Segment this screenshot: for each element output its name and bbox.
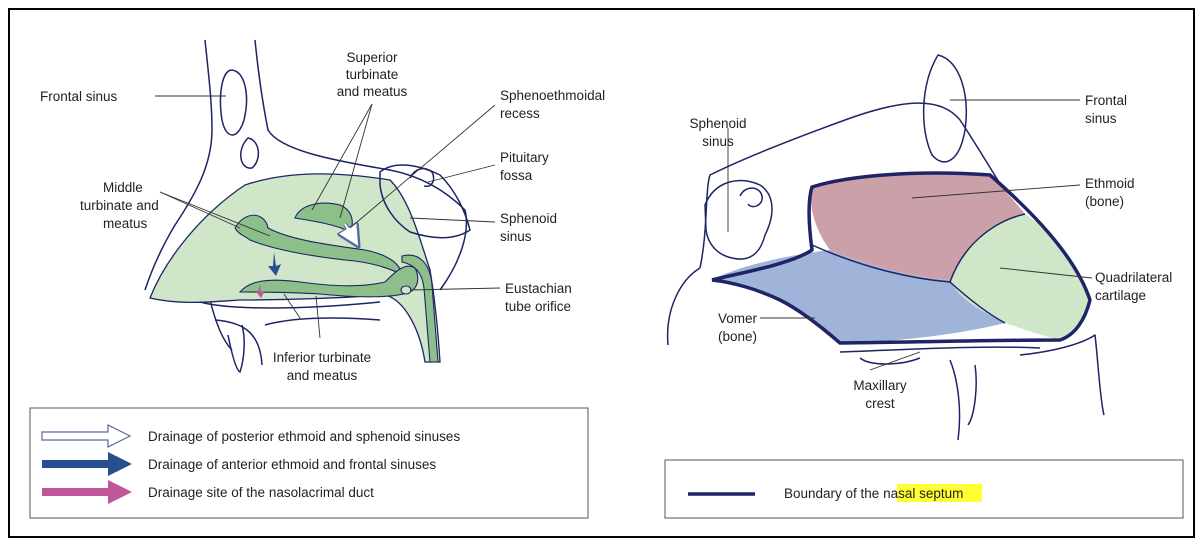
right-panel: Sphenoid sinus Frontal sinus Ethmoid (bo… [665, 55, 1183, 518]
right-sphenoid-outline [705, 181, 772, 259]
label-eustachian-2: tube orifice [505, 299, 571, 314]
label-vomer-2: (bone) [718, 329, 757, 344]
leader-inferior-2 [316, 296, 320, 338]
label-maxillary-2: crest [865, 396, 895, 411]
leader-sphenoid [410, 218, 495, 222]
label-superior-1: Superior [346, 50, 398, 65]
left-frontal-sinus-outline [220, 70, 246, 135]
label-ethmoid-1: Ethmoid [1085, 176, 1135, 191]
label-ethmoid-2: (bone) [1085, 194, 1124, 209]
legend-boundary-prefix: Boundary of the [784, 486, 883, 501]
label-sphenoid-1: Sphenoid [500, 211, 557, 226]
legend-boundary-highlight: nasal septum [883, 486, 963, 501]
label-right-sphenoid-2: sinus [702, 134, 734, 149]
left-panel: Frontal sinus Superior turbinate and mea… [30, 40, 605, 518]
label-right-frontal-1: Frontal [1085, 93, 1127, 108]
right-palate-outline [950, 360, 976, 440]
legend-text-nasolacrimal: Drainage site of the nasolacrimal duct [148, 485, 374, 500]
label-eustachian-1: Eustachian [505, 281, 572, 296]
label-sphenoid-2: sinus [500, 229, 532, 244]
label-middle-1: Middle [103, 180, 143, 195]
left-small-sinus-outline [241, 138, 259, 168]
label-sphenoethmoidal-2: recess [500, 106, 540, 121]
legend-text-anterior: Drainage of anterior ethmoid and frontal… [148, 457, 436, 472]
label-maxillary-1: Maxillary [853, 378, 907, 393]
label-right-frontal-2: sinus [1085, 111, 1117, 126]
label-superior-2: turbinate [346, 67, 399, 82]
label-middle-2: turbinate and [80, 198, 159, 213]
label-inferior-1: Inferior turbinate [273, 350, 371, 365]
label-superior-3: and meatus [337, 84, 408, 99]
nasal-anatomy-figure: Frontal sinus Superior turbinate and mea… [0, 0, 1203, 522]
label-pituitary-2: fossa [500, 168, 533, 183]
label-frontal-sinus: Frontal sinus [40, 89, 118, 104]
legend-text-boundary: Boundary of the nasal septum [784, 486, 963, 501]
label-vomer-1: Vomer [718, 311, 758, 326]
label-pituitary-1: Pituitary [500, 150, 549, 165]
label-middle-3: meatus [103, 216, 148, 231]
label-right-sphenoid-1: Sphenoid [689, 116, 746, 131]
eustachian-tube-orifice [401, 286, 411, 294]
legend-text-posterior: Drainage of posterior ethmoid and spheno… [148, 429, 460, 444]
left-legend: Drainage of posterior ethmoid and spheno… [30, 408, 588, 518]
right-legend: Boundary of the nasal septum [665, 460, 1183, 518]
label-quadrilateral-2: cartilage [1095, 288, 1146, 303]
right-sphenoid-hook [740, 188, 762, 206]
label-quadrilateral-1: Quadrilateral [1095, 270, 1172, 285]
label-sphenoethmoidal-1: Sphenoethmoidal [500, 88, 605, 103]
label-inferior-2: and meatus [287, 368, 358, 383]
